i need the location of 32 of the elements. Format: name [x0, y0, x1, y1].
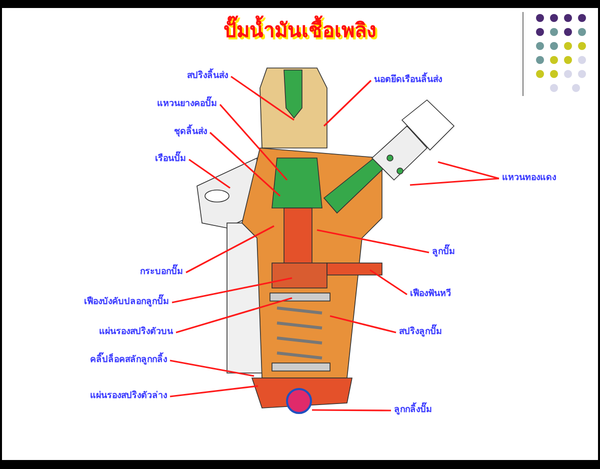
part-label: กระบอกปั๊ม [140, 266, 183, 279]
leader-line [176, 297, 292, 334]
leader-line [312, 409, 391, 412]
leader-line [230, 76, 294, 121]
leader-line [209, 132, 281, 197]
part-label: สปริงลูกปั๊ม [399, 326, 442, 339]
part-label: เรือนปั๊ม [155, 153, 186, 166]
leader-line [186, 225, 274, 274]
part-label: ชุดลิ้นส่ง [174, 126, 207, 139]
leader-line [323, 80, 372, 127]
part-label: เฟืองฟันหวี [410, 288, 451, 301]
leader-line [170, 360, 254, 377]
leader-line [219, 104, 288, 181]
part-label: ลูกกลิ้งปั๊ม [394, 404, 432, 417]
part-label: แผ่นรองสปริงตัวล่าง [90, 390, 167, 403]
part-label: แผ่นรองสปริงตัวบน [99, 326, 173, 339]
leader-line [172, 277, 292, 304]
part-label: เฟืองบังคับปลอกลูกปั๊ม [84, 296, 169, 309]
part-label: แหวนทองแดง [502, 172, 556, 185]
part-label: นอตยึดเรือนลิ้นส่ง [374, 74, 442, 87]
leader-line [316, 229, 430, 254]
part-label: แหวนยางคอปั๊ม [157, 98, 217, 111]
leader-line [438, 161, 500, 180]
part-label: คลิ๊ปล็อคสลักลูกกลิ้ง [90, 354, 167, 367]
leader-line [330, 315, 396, 334]
leader-line [188, 158, 230, 189]
title: ปั๊มน้ำมันเชื้อเพลิง [2, 14, 598, 46]
leader-line [410, 178, 500, 186]
part-label: ลูกปั๊ม [432, 246, 455, 259]
leader-line [370, 269, 408, 296]
leader-line [170, 385, 258, 398]
part-label: สปริงลิ้นส่ง [187, 70, 228, 83]
